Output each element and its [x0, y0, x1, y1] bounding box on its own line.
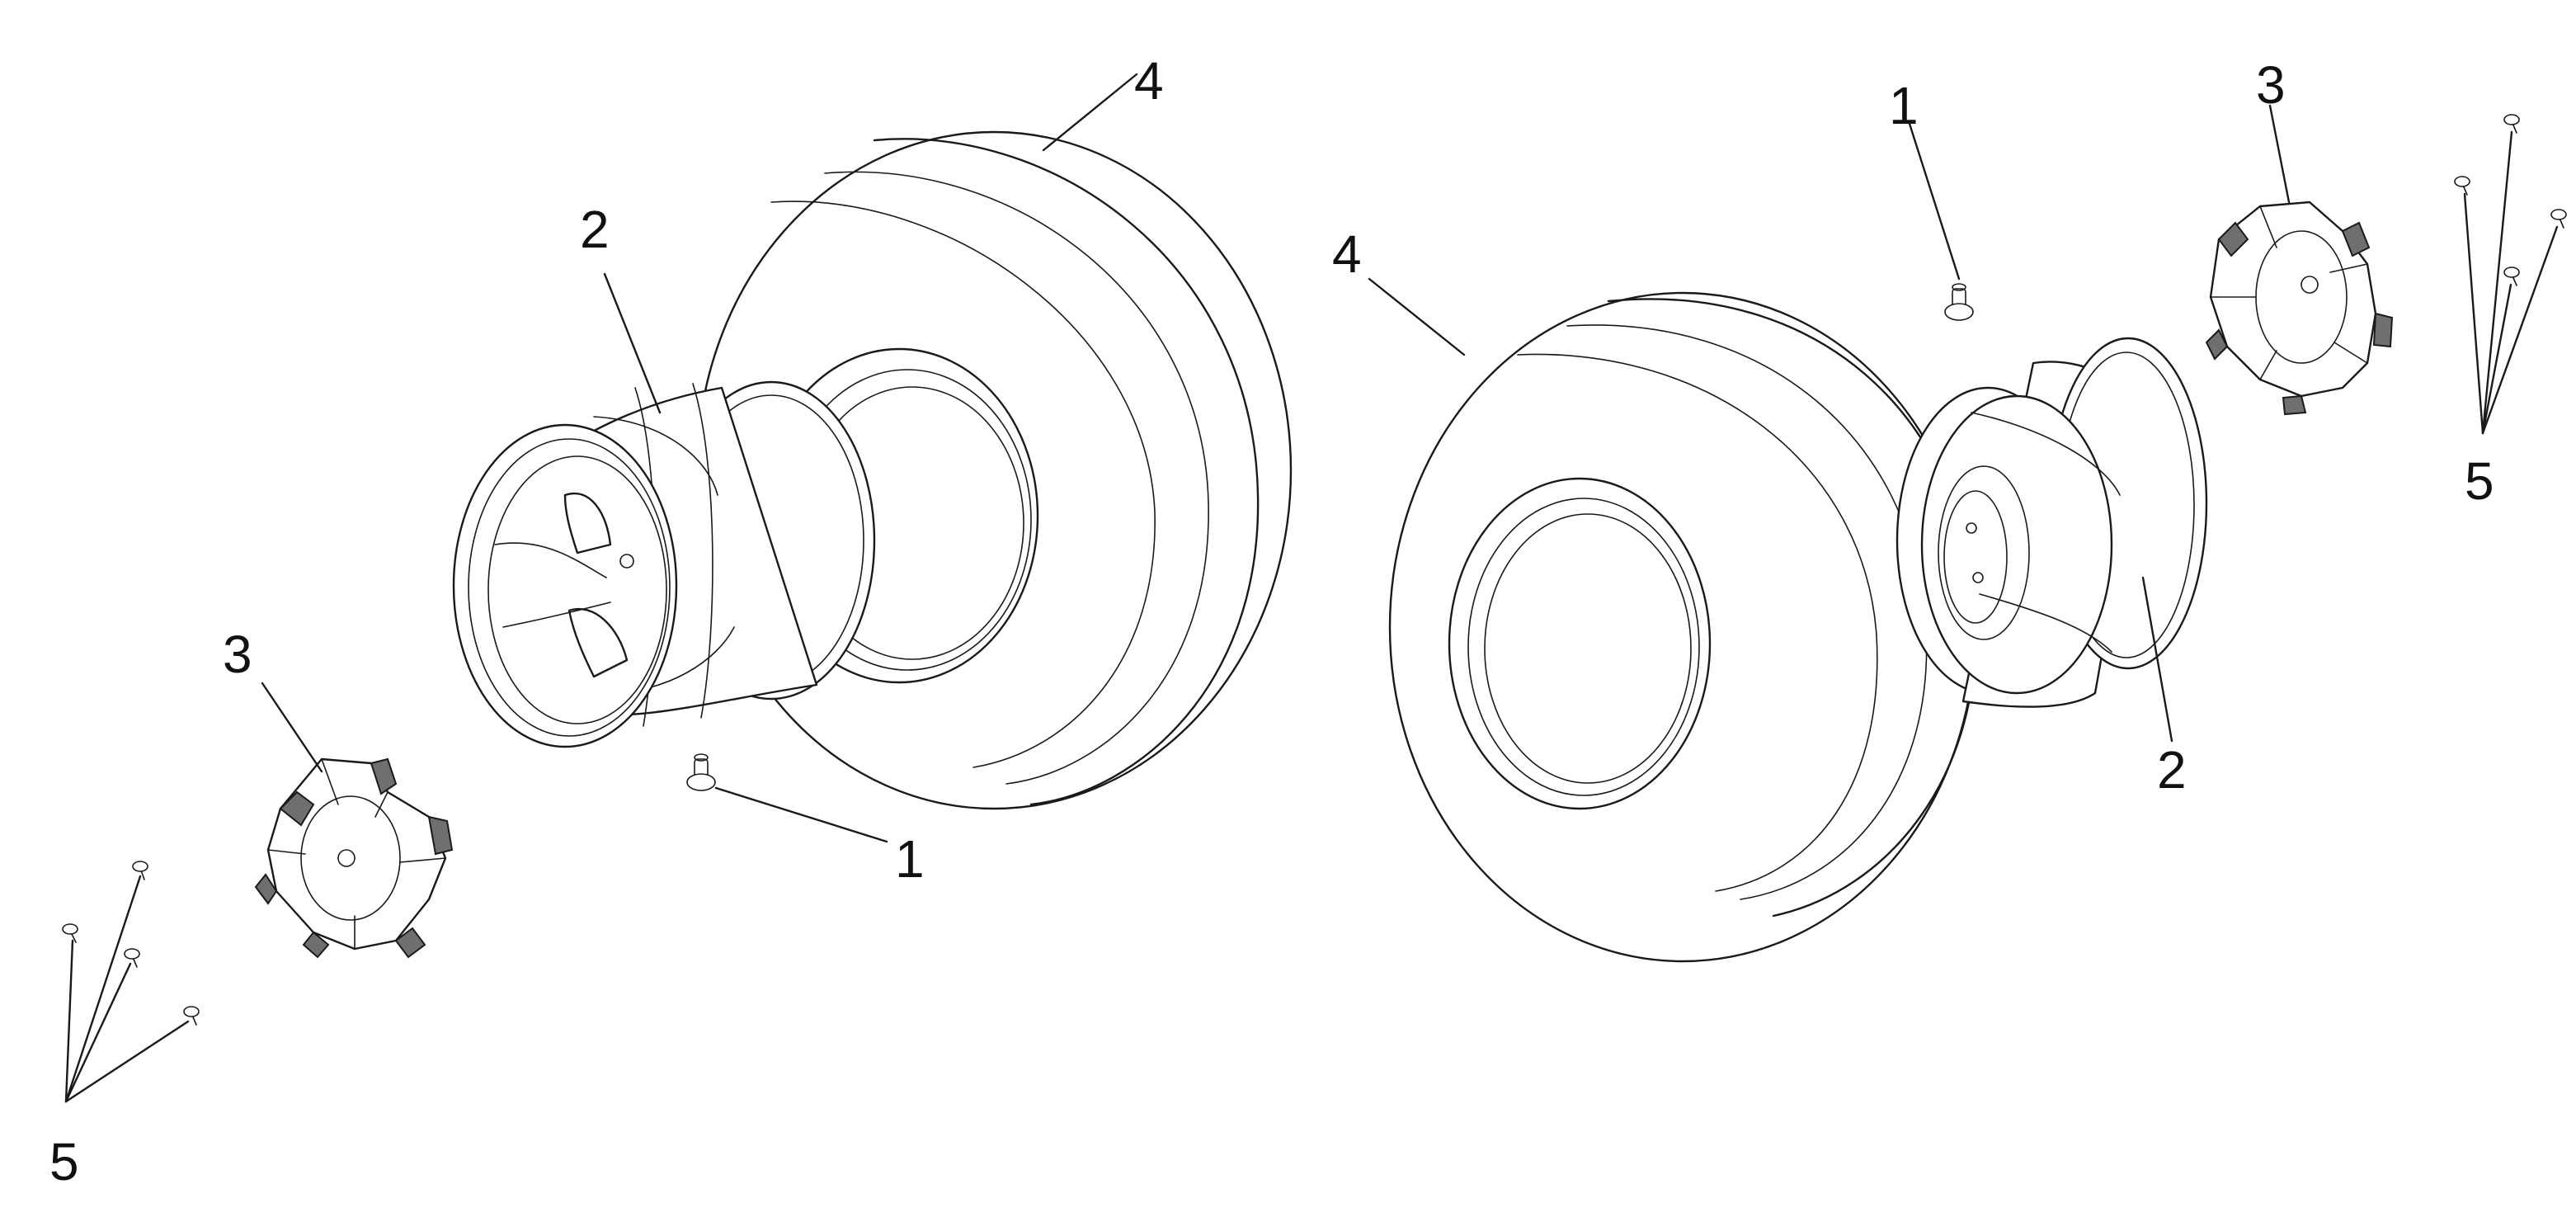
- hub-left: [254, 757, 454, 959]
- hub-right: [2205, 201, 2394, 416]
- tire-right: [1388, 291, 1977, 963]
- wheel-rim-right: [1896, 337, 2208, 708]
- callout-tire-left: 4: [1134, 51, 1164, 111]
- callout-valve-right: 1: [1889, 76, 1919, 135]
- leader-lines: [64, 73, 2559, 1103]
- callout-bolts-left: 5: [49, 1132, 79, 1191]
- bolt-icon: [62, 923, 78, 943]
- bolts-right: [2454, 114, 2567, 286]
- bolt-icon: [2454, 176, 2470, 196]
- bolt-icon: [183, 1006, 200, 1026]
- bolt-icon: [2503, 267, 2520, 286]
- bolts-left: [62, 861, 200, 1026]
- bolt-icon: [2503, 114, 2520, 134]
- callout-hub-left: 3: [223, 625, 252, 684]
- bolt-icon: [2550, 209, 2567, 229]
- valve-stem-right: [1944, 283, 1974, 321]
- callout-valve-left: 1: [895, 829, 925, 889]
- wheel-rim-left: [452, 380, 876, 748]
- callout-rim-left: 2: [580, 200, 610, 259]
- valve-stem-left: [686, 753, 716, 791]
- bolt-icon: [132, 861, 148, 880]
- callout-tire-right: 4: [1332, 224, 1362, 284]
- callout-bolts-right: 5: [2465, 451, 2494, 511]
- callout-rim-right: 2: [2157, 740, 2187, 800]
- callout-hub-right: 3: [2256, 55, 2286, 115]
- bolt-icon: [124, 948, 140, 968]
